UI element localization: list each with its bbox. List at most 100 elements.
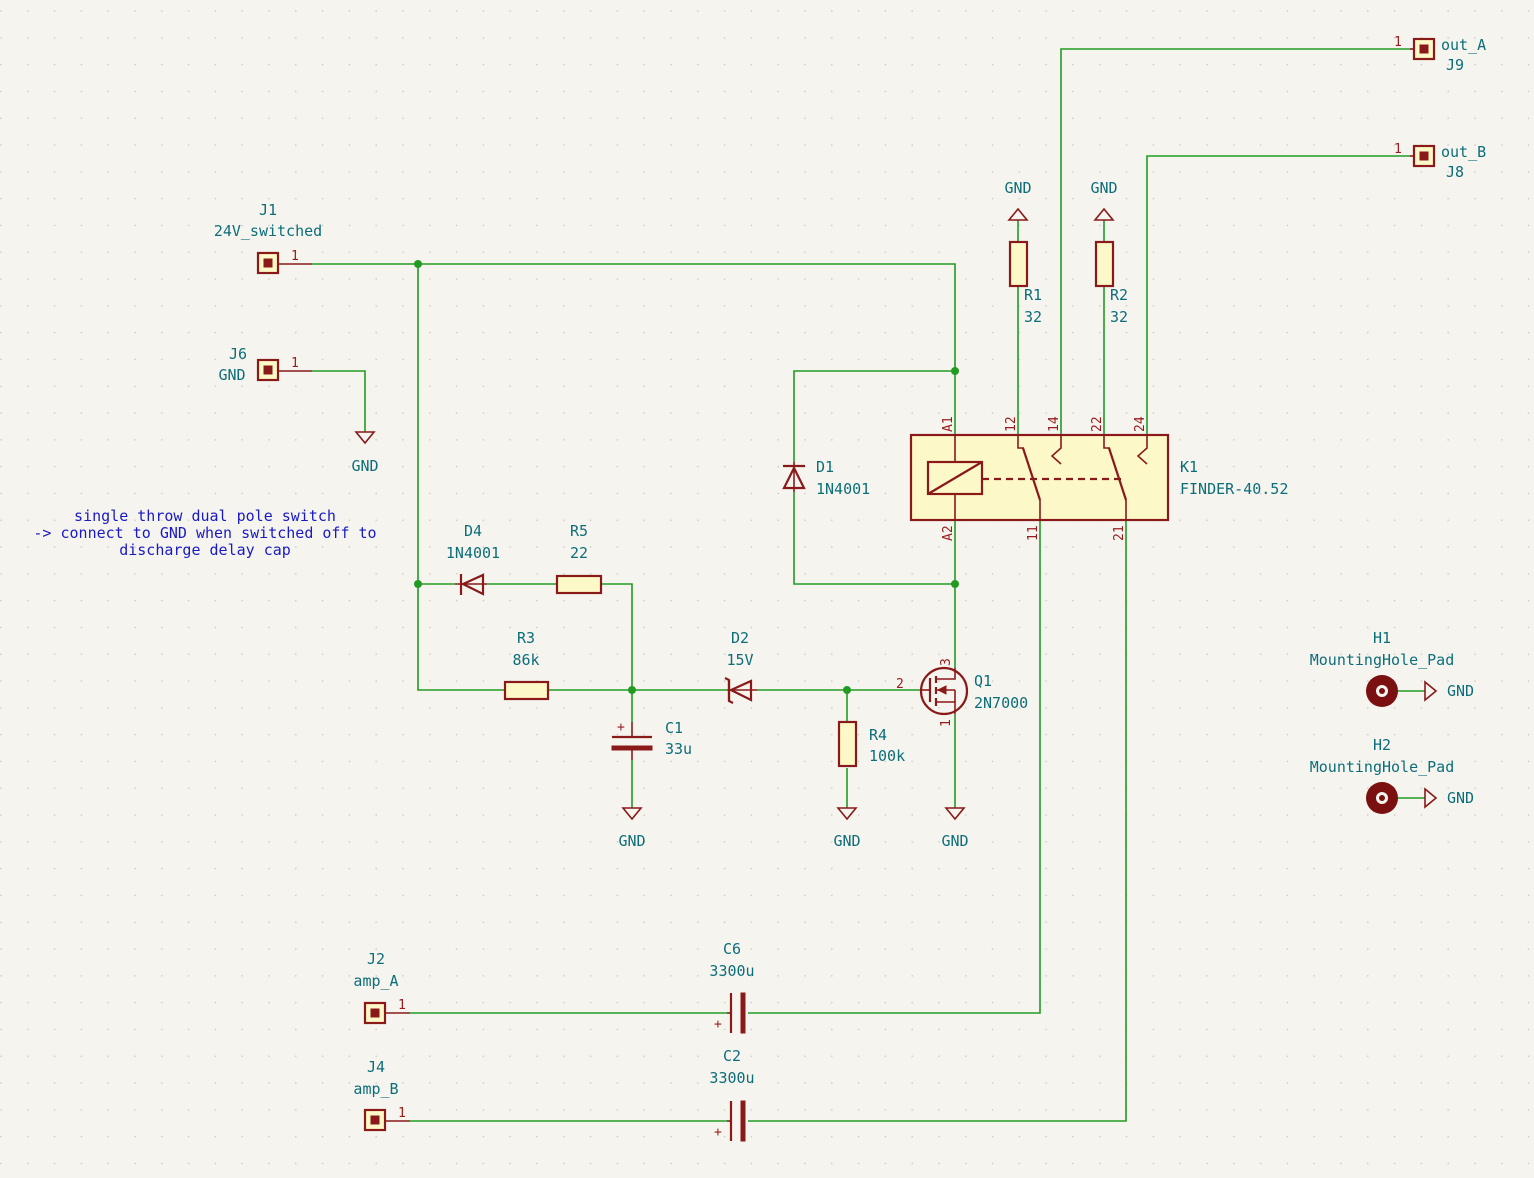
mosfet-q1[interactable]: 2 1 3 Q1 2N7000 <box>896 658 1028 727</box>
k1-pin-14: 14 <box>1047 416 1062 432</box>
resistor-r1[interactable]: R1 32 <box>1008 240 1042 326</box>
wire-d1-top[interactable] <box>793 370 955 462</box>
connector-j1[interactable]: J1 24V_switched 1 <box>214 201 322 275</box>
wire-left-rail[interactable] <box>417 264 505 691</box>
j2-ref: J2 <box>367 950 385 968</box>
wire-c2-pin21[interactable] <box>748 520 1127 1122</box>
capacitor-c6[interactable]: + C6 3300u <box>709 940 755 1034</box>
note-line-2: -> connect to GND when switched off to <box>33 524 376 542</box>
capacitor-c1[interactable]: + C1 33u <box>611 719 692 760</box>
wire-d1-bottom[interactable] <box>793 492 955 585</box>
gnd-symbol-h2[interactable]: GND <box>1424 787 1474 809</box>
gnd-label: GND <box>618 832 645 850</box>
gnd-symbol-r2[interactable]: GND <box>1090 179 1118 221</box>
gnd-symbol-r4[interactable]: GND <box>833 807 861 850</box>
c2-value: 3300u <box>709 1069 754 1087</box>
j6-value: GND <box>218 366 245 384</box>
q1-pin-gate: 2 <box>896 677 904 692</box>
diode-d1[interactable]: D1 1N4001 <box>782 458 870 498</box>
j9-ref: J9 <box>1446 56 1464 74</box>
junction-dot <box>843 686 851 694</box>
wire-out-a[interactable] <box>1060 48 1410 436</box>
junction-dot <box>951 580 959 588</box>
c6-value: 3300u <box>709 962 754 980</box>
q1-pin-source: 1 <box>939 719 954 727</box>
d2-value: 15V <box>726 651 753 669</box>
relay-k1[interactable]: A1 A2 11 12 14 21 22 24 K1 FINDER-40.52 <box>909 416 1288 541</box>
q1-ref: Q1 <box>974 672 992 690</box>
wire-out-b[interactable] <box>1146 155 1410 436</box>
connector-j6[interactable]: J6 GND 1 <box>218 345 312 384</box>
d1-ref: D1 <box>816 458 834 476</box>
wire-j6-gnd[interactable] <box>312 370 366 432</box>
j2-pin-number: 1 <box>398 998 406 1013</box>
k1-ref: K1 <box>1180 458 1198 476</box>
note-line-1: single throw dual pole switch <box>74 507 336 525</box>
diode-d2[interactable]: D2 15V <box>724 629 757 704</box>
mounting-hole-h1[interactable]: H1 MountingHole_Pad <box>1310 629 1455 707</box>
j9-pin-number: 1 <box>1394 35 1402 50</box>
k1-pin-a2: A2 <box>941 525 956 541</box>
c6-plus-mark: + <box>714 1017 722 1032</box>
h1-value: MountingHole_Pad <box>1310 651 1455 669</box>
c1-ref: C1 <box>665 719 683 737</box>
r4-value: 100k <box>869 747 905 765</box>
connector-j8[interactable]: out_B J8 1 <box>1394 142 1486 181</box>
resistor-r2[interactable]: R2 32 <box>1094 240 1128 326</box>
gnd-symbol-r1[interactable]: GND <box>1004 179 1032 221</box>
d2-ref: D2 <box>731 629 749 647</box>
schematic-note: single throw dual pole switch -> connect… <box>33 507 376 559</box>
mounting-hole-h2[interactable]: H2 MountingHole_Pad <box>1310 736 1455 814</box>
c2-ref: C2 <box>723 1047 741 1065</box>
wires <box>312 48 1425 1122</box>
resistor-r4[interactable]: R4 100k <box>837 720 905 768</box>
d1-value: 1N4001 <box>816 480 870 498</box>
connector-j2[interactable]: J2 amp_A 1 <box>353 950 410 1025</box>
gnd-symbol-c1[interactable]: GND <box>618 807 646 850</box>
gnd-symbol-h1[interactable]: GND <box>1424 680 1474 702</box>
j4-ref: J4 <box>367 1058 385 1076</box>
c6-ref: C6 <box>723 940 741 958</box>
note-line-3: discharge delay cap <box>119 541 291 559</box>
j8-ref: J8 <box>1446 163 1464 181</box>
r5-ref: R5 <box>570 522 588 540</box>
diode-d4[interactable]: D4 1N4001 <box>446 522 500 596</box>
k1-pin-11: 11 <box>1026 525 1041 541</box>
connector-j4[interactable]: J4 amp_B 1 <box>353 1058 410 1132</box>
k1-pin-21: 21 <box>1112 525 1127 541</box>
c1-plus-mark: + <box>617 720 625 735</box>
j4-value: amp_B <box>353 1080 398 1098</box>
j8-pin-number: 1 <box>1394 142 1402 157</box>
junction-dot <box>628 686 636 694</box>
junctions <box>414 260 959 694</box>
resistor-r3[interactable]: R3 86k <box>503 629 550 701</box>
j9-value: out_A <box>1441 36 1486 54</box>
j1-ref: J1 <box>259 201 277 219</box>
gnd-label: GND <box>1090 179 1117 197</box>
d4-value: 1N4001 <box>446 544 500 562</box>
r5-value: 22 <box>570 544 588 562</box>
gnd-label: GND <box>351 457 378 475</box>
r3-value: 86k <box>512 651 539 669</box>
j6-ref: J6 <box>229 345 247 363</box>
r1-value: 32 <box>1024 308 1042 326</box>
capacitor-c2[interactable]: + C2 3300u <box>709 1047 755 1142</box>
gnd-label: GND <box>941 832 968 850</box>
h2-value: MountingHole_Pad <box>1310 758 1455 776</box>
wire-c6-pin11[interactable] <box>748 520 1041 1014</box>
r1-ref: R1 <box>1024 286 1042 304</box>
gnd-symbol-q1[interactable]: GND <box>941 807 969 850</box>
d4-ref: D4 <box>464 522 482 540</box>
wire-24v-bus[interactable] <box>312 263 956 436</box>
c1-value: 33u <box>665 740 692 758</box>
wire-r5-node[interactable] <box>601 583 633 690</box>
gnd-symbol-j6[interactable]: GND <box>351 431 379 475</box>
connector-j9[interactable]: out_A J9 1 <box>1394 35 1486 74</box>
k1-value: FINDER-40.52 <box>1180 480 1288 498</box>
j1-pin-number: 1 <box>291 249 299 264</box>
resistor-r5[interactable]: R5 22 <box>555 522 603 595</box>
junction-dot <box>414 260 422 268</box>
j8-value: out_B <box>1441 143 1486 161</box>
k1-pin-a1: A1 <box>941 416 956 432</box>
